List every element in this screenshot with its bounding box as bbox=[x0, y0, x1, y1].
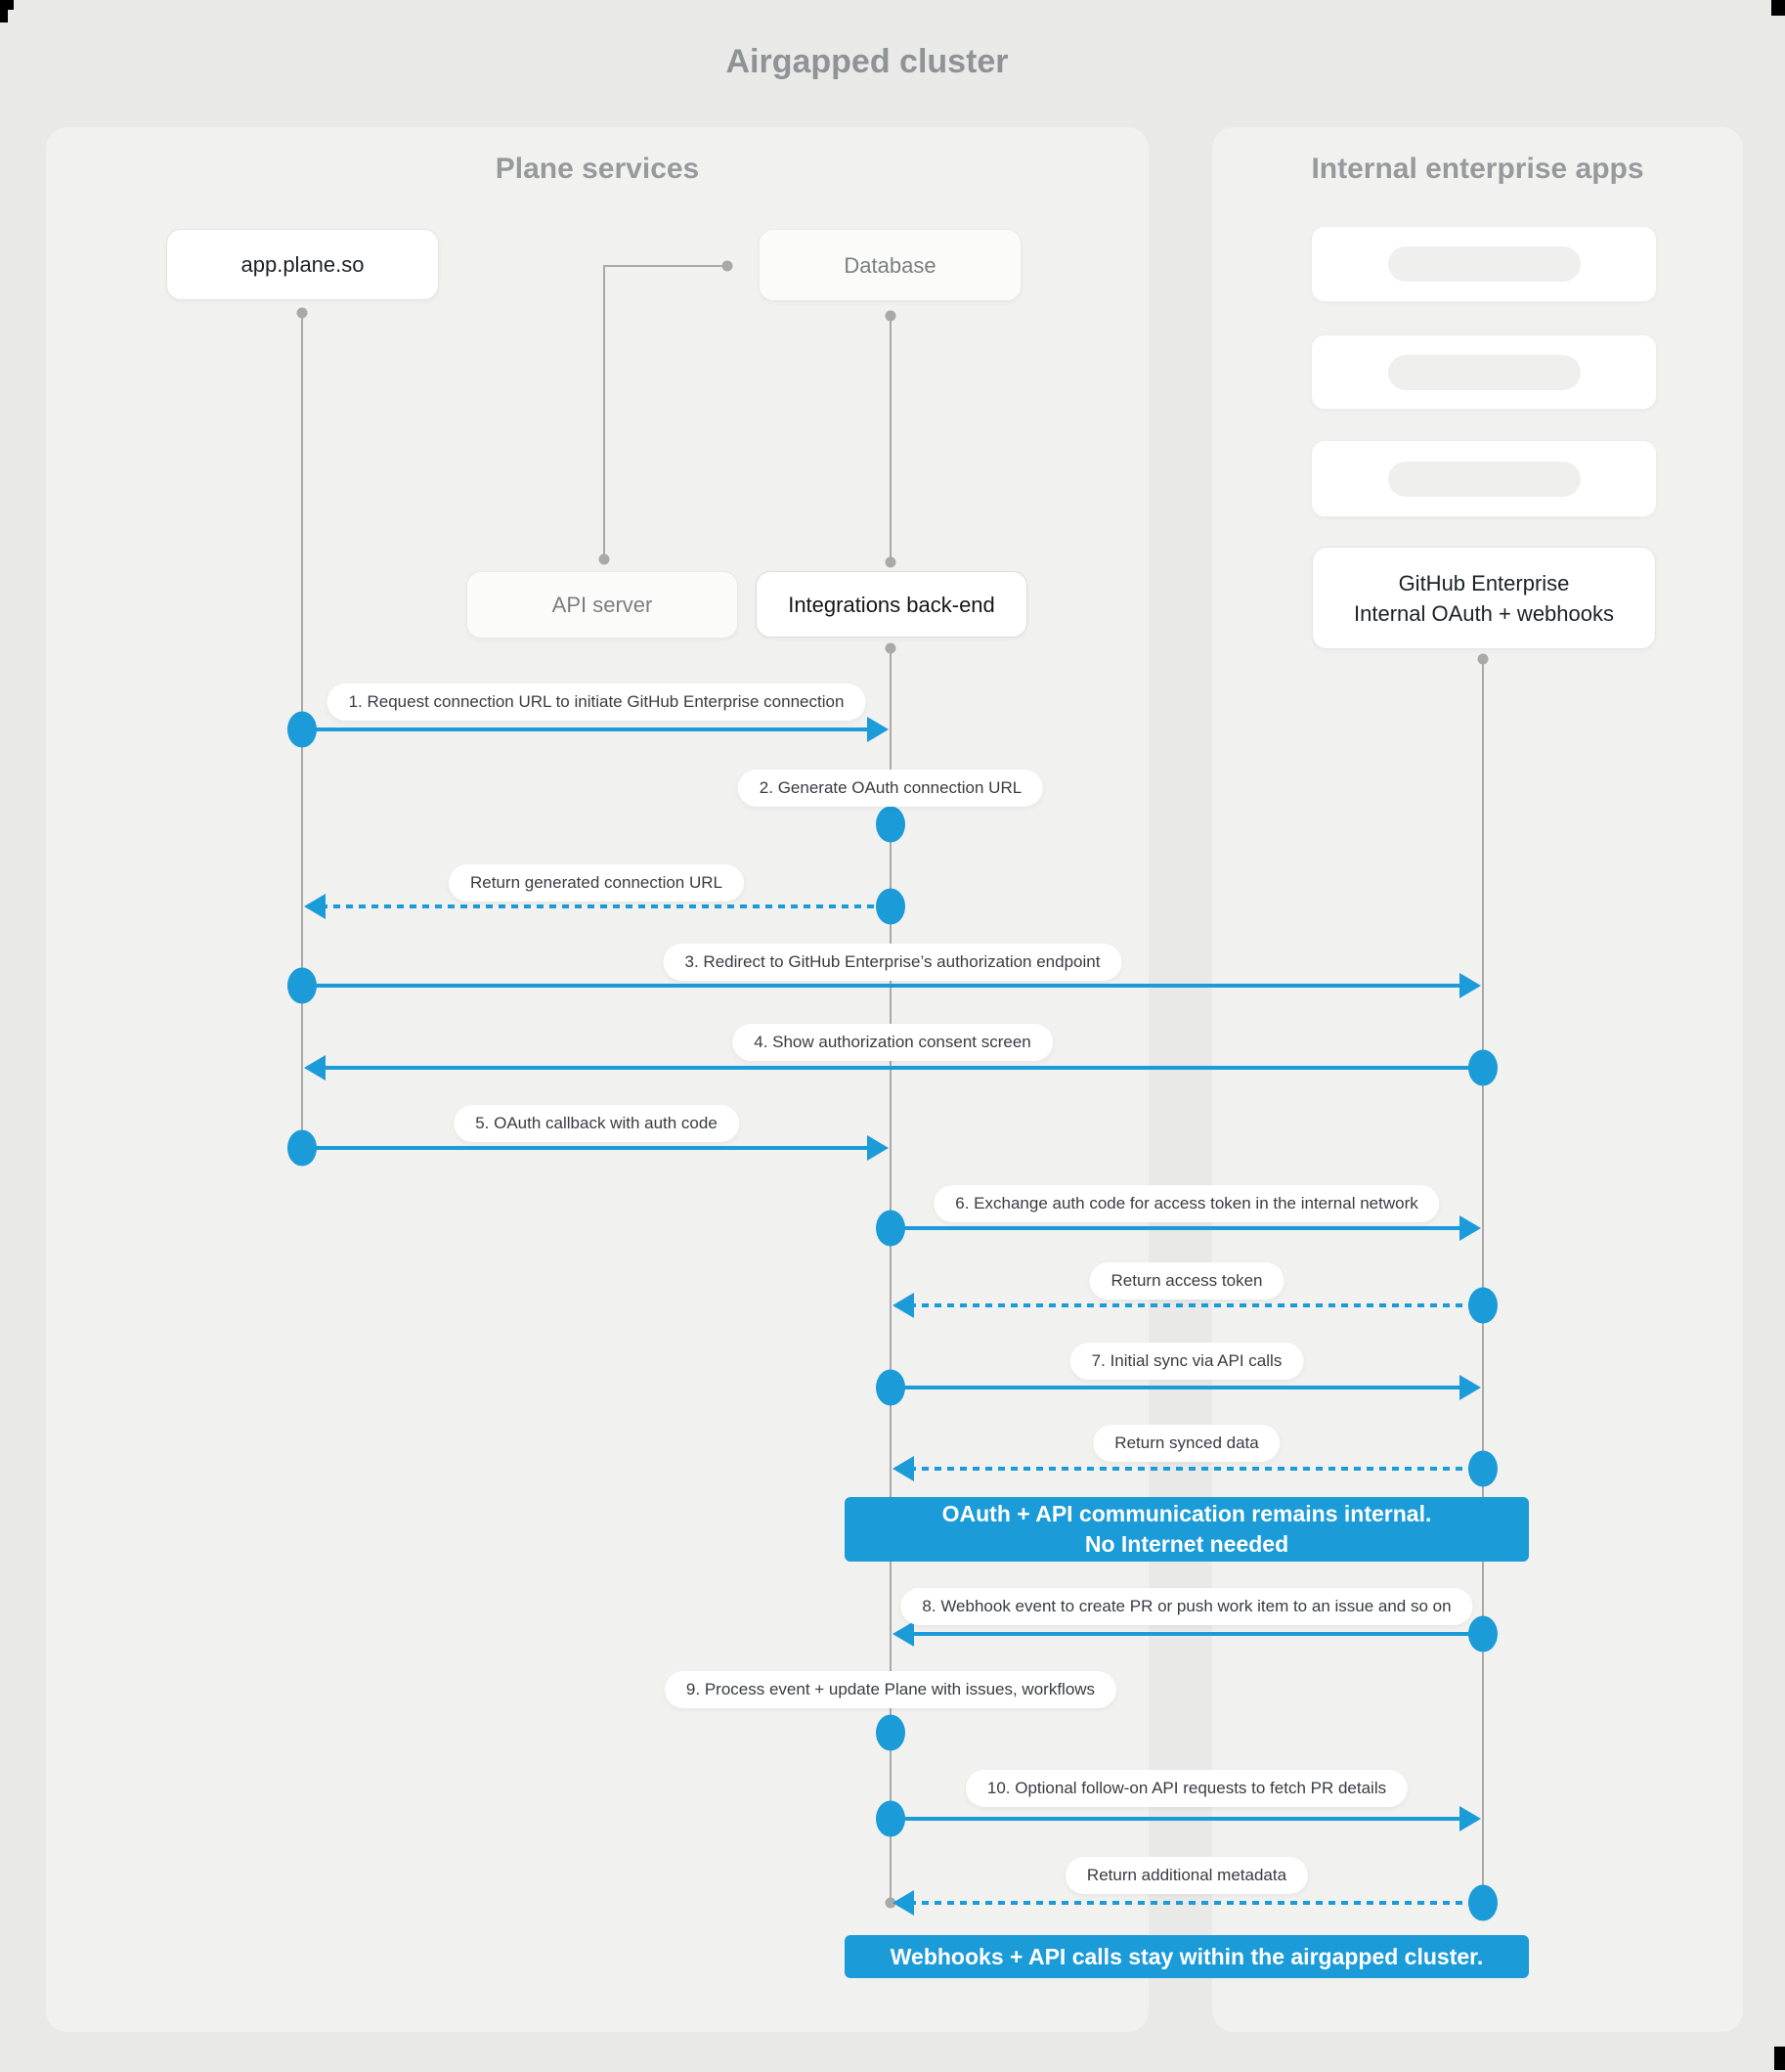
lifeline-start-dot bbox=[296, 307, 308, 319]
lifeline-end-dot bbox=[885, 556, 896, 568]
message-origin-dot bbox=[1468, 1049, 1498, 1086]
airgapped-cluster-banner: Webhooks + API calls stay within the air… bbox=[845, 1935, 1529, 1978]
message-9-label: 9. Process event + update Plane with iss… bbox=[664, 1671, 1117, 1708]
return-label: Return synced data bbox=[1093, 1425, 1281, 1462]
message-8-label: 8. Webhook event to create PR or push wo… bbox=[900, 1588, 1473, 1625]
message-origin-dot bbox=[876, 1210, 905, 1247]
connector-endpoint-dot bbox=[721, 260, 733, 272]
node-label: app.plane.so bbox=[240, 252, 365, 277]
message-1-label: 1. Request connection URL to initiate Gi… bbox=[327, 683, 866, 721]
lifeline-database bbox=[890, 315, 892, 563]
api-server-connector-horizontal bbox=[603, 265, 724, 267]
message-10-label: 10. Optional follow-on API requests to f… bbox=[965, 1770, 1409, 1807]
message-origin-dot bbox=[287, 711, 317, 748]
arrowhead-right-icon bbox=[867, 1135, 889, 1161]
message-origin-dot bbox=[876, 1800, 905, 1837]
node-api-server: API server bbox=[466, 571, 738, 639]
message-origin-dot bbox=[876, 1369, 905, 1406]
page-title: Airgapped cluster bbox=[725, 43, 1009, 80]
lifeline-start-dot bbox=[1477, 653, 1489, 665]
message-3-arrow bbox=[302, 984, 1474, 988]
banner-line2: No Internet needed bbox=[1084, 1531, 1289, 1557]
arrowhead-left-icon bbox=[892, 1456, 914, 1481]
node-label: API server bbox=[551, 593, 653, 617]
message-origin-dot bbox=[1468, 1287, 1498, 1324]
connector-endpoint-dot bbox=[598, 553, 610, 565]
message-6-label: 6. Exchange auth code for access token i… bbox=[934, 1185, 1440, 1222]
message-10-arrow bbox=[891, 1817, 1474, 1821]
return-arrow bbox=[909, 1303, 1483, 1307]
node-github-enterprise: GitHub Enterprise Internal OAuth + webho… bbox=[1312, 547, 1656, 649]
plane-services-panel bbox=[46, 127, 1149, 2032]
message-3-label: 3. Redirect to GitHub Enterprise’s autho… bbox=[663, 944, 1122, 981]
lifeline-start-dot bbox=[885, 642, 896, 654]
arrowhead-left-icon bbox=[304, 894, 326, 919]
arrowhead-right-icon bbox=[1459, 1215, 1481, 1241]
banner-line1: Webhooks + API calls stay within the air… bbox=[890, 1943, 1484, 1969]
api-server-connector-vertical bbox=[603, 266, 605, 557]
internal-app-card bbox=[1311, 334, 1657, 410]
return-arrow bbox=[909, 1467, 1483, 1471]
return-arrow bbox=[321, 904, 891, 908]
arrowhead-left-icon bbox=[892, 1293, 914, 1318]
message-4-arrow bbox=[311, 1066, 1483, 1070]
node-label-line2: Internal OAuth + webhooks bbox=[1354, 600, 1614, 626]
arrowhead-right-icon bbox=[1459, 973, 1481, 998]
app-placeholder-pill bbox=[1387, 246, 1581, 282]
message-7-arrow bbox=[891, 1386, 1474, 1389]
node-app-plane-so: app.plane.so bbox=[166, 229, 439, 300]
return-label: Return access token bbox=[1089, 1262, 1284, 1300]
banner-line1: OAuth + API communication remains intern… bbox=[941, 1501, 1432, 1526]
node-database: Database bbox=[759, 229, 1022, 301]
arrowhead-left-icon bbox=[892, 1621, 914, 1647]
internal-enterprise-apps-heading: Internal enterprise apps bbox=[1311, 153, 1644, 185]
arrowhead-right-icon bbox=[1459, 1806, 1481, 1831]
message-origin-dot bbox=[876, 1714, 905, 1751]
message-origin-dot bbox=[1468, 1615, 1498, 1653]
app-placeholder-pill bbox=[1387, 354, 1581, 390]
message-1-arrow bbox=[302, 727, 882, 731]
message-6-arrow bbox=[891, 1226, 1474, 1230]
app-placeholder-pill bbox=[1387, 461, 1581, 497]
message-origin-dot bbox=[287, 967, 317, 1004]
node-label-line1: GitHub Enterprise bbox=[1398, 570, 1570, 595]
message-origin-dot bbox=[1468, 1450, 1498, 1487]
crop-mark-top-right bbox=[1771, 0, 1785, 16]
return-arrow bbox=[909, 1901, 1483, 1905]
message-origin-dot bbox=[876, 888, 905, 925]
crop-mark-top-left-2 bbox=[0, 10, 8, 22]
message-7-label: 7. Initial sync via API calls bbox=[1069, 1343, 1304, 1380]
arrowhead-left-icon bbox=[892, 1890, 914, 1916]
internal-app-card bbox=[1311, 226, 1657, 302]
lifeline-github-enterprise bbox=[1482, 657, 1484, 1903]
crop-mark-bottom-right bbox=[1774, 2047, 1785, 2070]
internal-app-card bbox=[1311, 440, 1657, 517]
arrowhead-right-icon bbox=[867, 717, 889, 742]
internal-communication-banner: OAuth + API communication remains intern… bbox=[845, 1497, 1529, 1562]
message-origin-dot bbox=[287, 1129, 317, 1167]
message-2-label: 2. Generate OAuth connection URL bbox=[737, 770, 1044, 807]
node-integrations-backend: Integrations back-end bbox=[756, 571, 1027, 638]
message-4-label: 4. Show authorization consent screen bbox=[732, 1024, 1053, 1061]
lifeline-start-dot bbox=[885, 310, 896, 322]
return-label: Return generated connection URL bbox=[449, 864, 744, 902]
message-origin-dot bbox=[1468, 1884, 1498, 1921]
message-8-arrow bbox=[899, 1632, 1483, 1636]
message-5-label: 5. OAuth callback with auth code bbox=[454, 1105, 739, 1142]
node-label: Database bbox=[844, 252, 936, 278]
lifeline-integrations-backend bbox=[890, 646, 892, 1903]
message-5-arrow bbox=[302, 1146, 882, 1150]
message-origin-dot bbox=[876, 806, 905, 843]
node-label: Integrations back-end bbox=[788, 592, 995, 617]
lifeline-end-dot bbox=[885, 1897, 896, 1909]
return-label: Return additional metadata bbox=[1065, 1857, 1309, 1894]
arrowhead-right-icon bbox=[1459, 1375, 1481, 1400]
plane-services-heading: Plane services bbox=[495, 153, 700, 185]
arrowhead-left-icon bbox=[304, 1055, 326, 1080]
crop-mark-top-left bbox=[0, 0, 14, 10]
